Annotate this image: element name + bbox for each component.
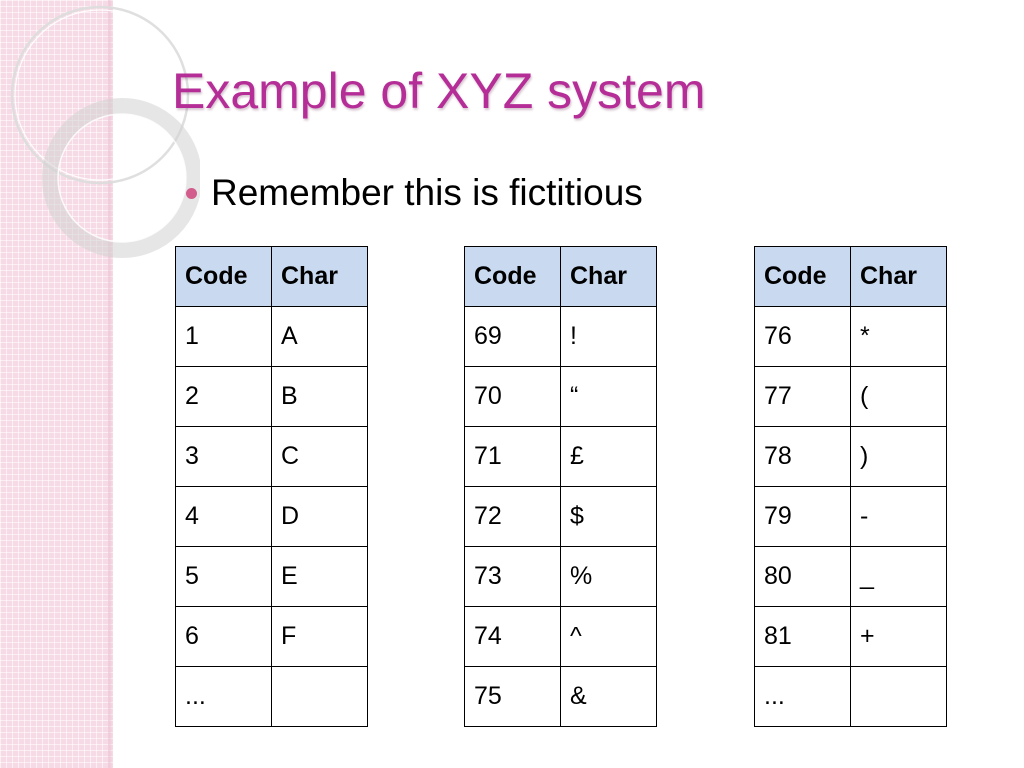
decorative-rings-graphic xyxy=(10,5,200,258)
table-row: 76 * xyxy=(754,306,947,367)
header-code: Code xyxy=(464,246,561,307)
header-char: Char xyxy=(560,246,657,307)
char-cell: F xyxy=(271,606,368,667)
table-row: 5 E xyxy=(175,546,368,607)
table-header-row: Code Char xyxy=(175,246,368,307)
table-row: ... xyxy=(754,666,947,727)
table-row: 79 - xyxy=(754,486,947,547)
table-row: 74 ^ xyxy=(464,606,657,667)
char-cell: _ xyxy=(850,546,947,607)
char-cell: ) xyxy=(850,426,947,487)
code-cell: 77 xyxy=(754,366,851,427)
char-cell: - xyxy=(850,486,947,547)
code-cell: 3 xyxy=(175,426,272,487)
table-row: 3 C xyxy=(175,426,368,487)
table-header-row: Code Char xyxy=(754,246,947,307)
table-row: 75 & xyxy=(464,666,657,727)
char-cell: C xyxy=(271,426,368,487)
table-row: 6 F xyxy=(175,606,368,667)
code-cell: 70 xyxy=(464,366,561,427)
char-cell xyxy=(850,666,947,727)
table-header-row: Code Char xyxy=(464,246,657,307)
table-row: 78 ) xyxy=(754,426,947,487)
header-char: Char xyxy=(271,246,368,307)
code-cell: 1 xyxy=(175,306,272,367)
table-row: 70 “ xyxy=(464,366,657,427)
code-cell: 80 xyxy=(754,546,851,607)
char-cell: ( xyxy=(850,366,947,427)
bullet-item: Remember this is fictitious xyxy=(186,172,643,214)
code-cell: 6 xyxy=(175,606,272,667)
table-row: 81 + xyxy=(754,606,947,667)
code-cell: 5 xyxy=(175,546,272,607)
slide-title: Example of XYZ system xyxy=(172,63,706,119)
code-cell: 2 xyxy=(175,366,272,427)
code-cell: 72 xyxy=(464,486,561,547)
char-cell: $ xyxy=(560,486,657,547)
table-row: ... xyxy=(175,666,368,727)
table-row: 71 £ xyxy=(464,426,657,487)
char-cell: % xyxy=(560,546,657,607)
header-char: Char xyxy=(850,246,947,307)
table-row: 73 % xyxy=(464,546,657,607)
char-cell xyxy=(271,666,368,727)
code-table-3: Code Char 76 * 77 ( 78 ) 79 - 80 xyxy=(754,246,947,727)
char-cell: “ xyxy=(560,366,657,427)
table-row: 1 A xyxy=(175,306,368,367)
bullet-text: Remember this is fictitious xyxy=(211,172,643,213)
table-row: 72 $ xyxy=(464,486,657,547)
char-cell: E xyxy=(271,546,368,607)
header-code: Code xyxy=(754,246,851,307)
code-cell: 81 xyxy=(754,606,851,667)
table-row: 77 ( xyxy=(754,366,947,427)
code-cell: 4 xyxy=(175,486,272,547)
code-cell: 69 xyxy=(464,306,561,367)
bullet-dot-icon xyxy=(186,187,197,199)
char-cell: B xyxy=(271,366,368,427)
char-cell: * xyxy=(850,306,947,367)
code-cell: ... xyxy=(175,666,272,727)
char-cell: + xyxy=(850,606,947,667)
char-cell: ! xyxy=(560,306,657,367)
code-cell: 71 xyxy=(464,426,561,487)
code-cell: 75 xyxy=(464,666,561,727)
table-row: 2 B xyxy=(175,366,368,427)
char-cell: ^ xyxy=(560,606,657,667)
code-table-2: Code Char 69 ! 70 “ 71 £ 72 $ 73 xyxy=(464,246,657,727)
code-cell: 76 xyxy=(754,306,851,367)
char-cell: D xyxy=(271,486,368,547)
header-code: Code xyxy=(175,246,272,307)
code-cell: ... xyxy=(754,666,851,727)
code-cell: 78 xyxy=(754,426,851,487)
table-row: 80 _ xyxy=(754,546,947,607)
table-row: 69 ! xyxy=(464,306,657,367)
char-cell: & xyxy=(560,666,657,727)
char-cell: A xyxy=(271,306,368,367)
code-cell: 79 xyxy=(754,486,851,547)
code-cell: 73 xyxy=(464,546,561,607)
table-row: 4 D xyxy=(175,486,368,547)
side-band-edge xyxy=(108,0,113,768)
code-table-1: Code Char 1 A 2 B 3 C 4 D 5 E xyxy=(175,246,368,727)
code-cell: 74 xyxy=(464,606,561,667)
char-cell: £ xyxy=(560,426,657,487)
